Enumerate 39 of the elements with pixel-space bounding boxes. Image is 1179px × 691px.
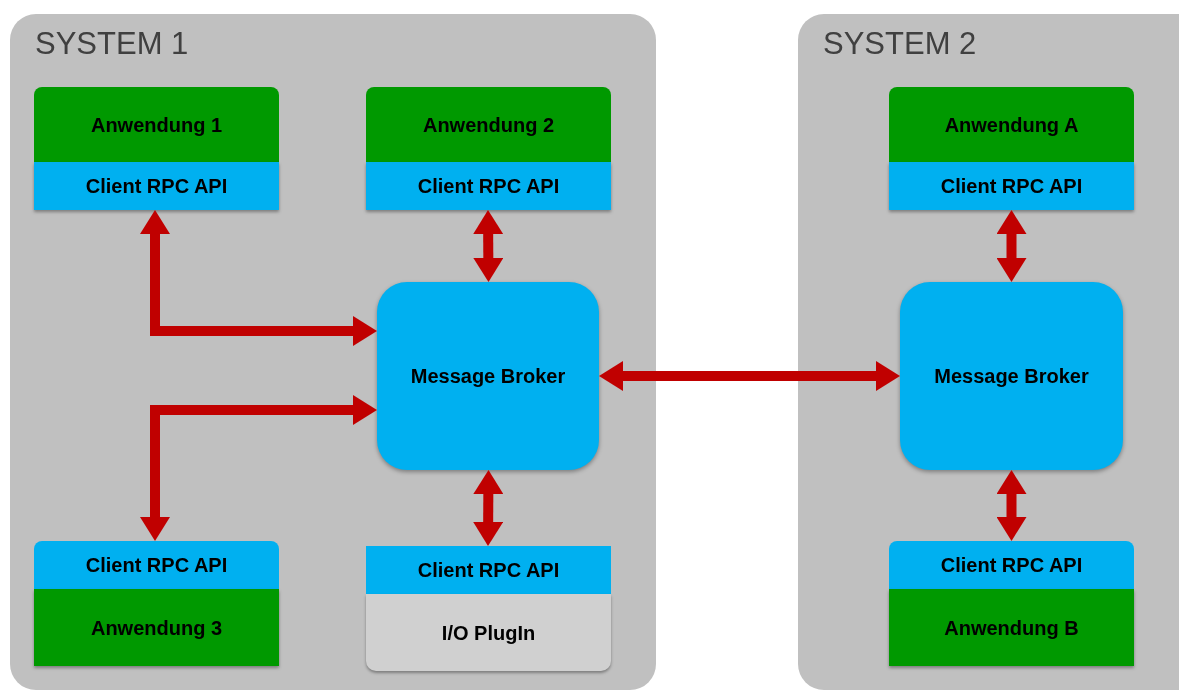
box-label: Message Broker bbox=[409, 364, 567, 389]
box-label: Client RPC API bbox=[416, 558, 561, 583]
box-label: Anwendung B bbox=[943, 615, 1080, 641]
api-box bbox=[889, 541, 1134, 589]
api-box bbox=[34, 162, 279, 210]
system-panel bbox=[10, 14, 656, 690]
application-box bbox=[34, 589, 279, 666]
application-box bbox=[366, 87, 611, 162]
double-arrow bbox=[473, 210, 504, 282]
double-arrow bbox=[140, 210, 377, 346]
api-box bbox=[889, 162, 1134, 210]
box-label: Anwendung 3 bbox=[89, 615, 224, 641]
system-title: SYSTEM 2 bbox=[823, 28, 977, 59]
broker-box bbox=[900, 282, 1123, 470]
box-label: Anwendung 1 bbox=[89, 112, 224, 138]
double-arrow bbox=[140, 395, 377, 541]
box-label: Client RPC API bbox=[416, 174, 561, 199]
double-arrow bbox=[996, 210, 1027, 282]
double-arrow bbox=[473, 470, 504, 546]
box-label: Client RPC API bbox=[939, 174, 1084, 199]
api-box bbox=[366, 546, 611, 594]
application-box bbox=[889, 589, 1134, 666]
application-box bbox=[34, 87, 279, 162]
box-label: Message Broker bbox=[933, 364, 1090, 389]
broker-box bbox=[377, 282, 599, 470]
box-label: Anwendung 2 bbox=[421, 112, 556, 138]
api-box bbox=[366, 162, 611, 210]
box-label: I/O PlugIn bbox=[440, 620, 537, 646]
double-arrow bbox=[996, 470, 1027, 541]
box-label: Client RPC API bbox=[84, 174, 229, 199]
application-box bbox=[889, 87, 1134, 162]
plugin-box bbox=[366, 594, 611, 671]
api-box bbox=[34, 541, 279, 589]
double-arrow bbox=[599, 361, 900, 391]
box-label: Client RPC API bbox=[939, 553, 1084, 578]
box-label: Client RPC API bbox=[84, 553, 229, 578]
box-label: Anwendung A bbox=[943, 112, 1080, 138]
system-title: SYSTEM 1 bbox=[35, 28, 189, 59]
system-panel bbox=[798, 14, 1179, 690]
